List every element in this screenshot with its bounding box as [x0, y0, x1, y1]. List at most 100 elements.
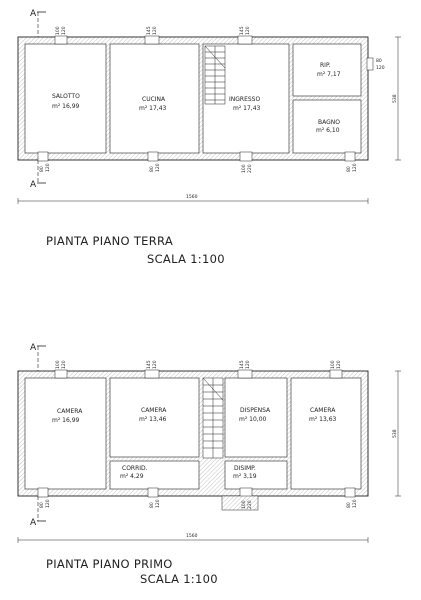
- svg-text:145: 145: [239, 360, 245, 369]
- bottom-dimension: 100 220: [241, 164, 253, 173]
- svg-text:100: 100: [241, 164, 247, 173]
- room-area: m² 3,19: [233, 473, 257, 480]
- room-name: RIP.: [320, 62, 331, 69]
- balcony: [221, 495, 259, 511]
- svg-text:120: 120: [45, 499, 51, 508]
- wall-openings: [37, 369, 356, 498]
- overall-length-dimension: 1560: [17, 533, 369, 543]
- svg-text:80: 80: [346, 502, 352, 508]
- room-dispensa-area: [224, 377, 288, 458]
- top-dimension: 145 120: [239, 26, 251, 35]
- room-rip-area: [292, 43, 362, 97]
- svg-text:100: 100: [55, 26, 61, 35]
- bottom-dimension: 80 120: [39, 499, 51, 508]
- plan-title: PIANTA PIANO TERRA: [46, 234, 173, 248]
- room-name: CAMERA: [310, 407, 336, 414]
- plan-title: PIANTA PIANO PRIMO: [46, 557, 173, 571]
- section-marker-top: A: [30, 343, 46, 372]
- svg-text:100: 100: [330, 360, 336, 369]
- svg-text:100: 100: [241, 500, 247, 509]
- room-area: m² 13,46: [139, 416, 167, 423]
- right-dimension: 80 120: [376, 58, 385, 71]
- svg-text:80: 80: [149, 502, 155, 508]
- section-label: A: [30, 180, 37, 190]
- staircase: [204, 45, 226, 105]
- plan-scale: SCALA 1:100: [140, 572, 218, 586]
- svg-text:80: 80: [149, 166, 155, 172]
- section-marker-bottom: A: [30, 160, 46, 190]
- section-label: A: [30, 343, 37, 353]
- section-marker-bottom: A: [30, 496, 46, 528]
- room-area: m² 10,00: [239, 416, 267, 423]
- room-camera-3-area: [290, 377, 362, 490]
- bottom-dimension: 80 120: [149, 499, 161, 508]
- svg-text:1560: 1560: [186, 194, 198, 200]
- room-area: m² 17,43: [139, 105, 167, 112]
- svg-text:120: 120: [152, 360, 158, 369]
- svg-text:538: 538: [392, 94, 398, 103]
- svg-text:80: 80: [376, 58, 382, 64]
- svg-text:145: 145: [146, 360, 152, 369]
- room-area: m² 17,43: [233, 105, 261, 112]
- bottom-dimension: 100 220: [241, 500, 253, 509]
- svg-text:120: 120: [245, 360, 251, 369]
- room-salotto-area: [24, 43, 107, 154]
- room-camera-1-area: [24, 377, 107, 490]
- overall-depth-dimension: 538: [392, 370, 401, 497]
- svg-text:120: 120: [61, 360, 67, 369]
- svg-text:120: 120: [45, 163, 51, 172]
- svg-text:80: 80: [39, 166, 45, 172]
- top-dimension: 145 120: [239, 360, 251, 369]
- room-name: INGRESSO: [229, 96, 260, 103]
- bottom-dimension: 80 120: [149, 163, 161, 172]
- svg-text:120: 120: [352, 499, 358, 508]
- overall-length-dimension: 1560: [17, 194, 369, 204]
- svg-text:120: 120: [352, 163, 358, 172]
- svg-text:220: 220: [247, 164, 253, 173]
- svg-text:120: 120: [336, 360, 342, 369]
- svg-text:80: 80: [39, 502, 45, 508]
- top-dimension: 145 120: [146, 26, 158, 35]
- bottom-dimension: 80 120: [346, 499, 358, 508]
- room-name: CORRID.: [122, 465, 148, 472]
- svg-text:120: 120: [61, 26, 67, 35]
- top-dimension: 100 120: [55, 360, 67, 369]
- svg-text:120: 120: [376, 65, 385, 71]
- bottom-dimension: 80 120: [346, 163, 358, 172]
- room-name: CAMERA: [141, 407, 167, 414]
- first-floor-plan: A A: [17, 343, 401, 586]
- room-area: m² 6,10: [316, 127, 340, 134]
- svg-text:120: 120: [152, 26, 158, 35]
- svg-text:120: 120: [155, 499, 161, 508]
- svg-text:145: 145: [239, 26, 245, 35]
- room-name: CUCINA: [142, 96, 166, 103]
- room-area: m² 16,99: [52, 103, 80, 110]
- overall-depth-dimension: 538: [392, 36, 401, 161]
- svg-text:1560: 1560: [186, 533, 198, 539]
- room-area: m² 7,17: [317, 71, 341, 78]
- section-marker-top: A: [30, 9, 46, 38]
- room-ingresso-area: [202, 43, 290, 154]
- room-corridoio-area: [109, 460, 200, 490]
- plan-scale: SCALA 1:100: [147, 252, 225, 266]
- room-name: DISIMP.: [234, 465, 256, 472]
- room-name: DISPENSA: [240, 407, 271, 414]
- top-dimension: 100 120: [330, 360, 342, 369]
- wall-openings: [37, 35, 374, 162]
- room-area: m² 16,99: [52, 417, 80, 424]
- svg-text:100: 100: [55, 360, 61, 369]
- room-cucina-area: [109, 43, 200, 154]
- bottom-dimension: 80 120: [39, 163, 51, 172]
- room-bagno-area: [292, 99, 362, 154]
- svg-text:120: 120: [155, 163, 161, 172]
- svg-text:220: 220: [247, 500, 253, 509]
- room-disimpegno-area: [224, 460, 288, 490]
- staircase: [202, 377, 224, 459]
- section-label: A: [30, 518, 37, 528]
- room-name: SALOTTO: [52, 93, 80, 100]
- svg-text:538: 538: [392, 429, 398, 438]
- room-area: m² 4,29: [120, 473, 144, 480]
- room-area: m² 13,63: [309, 416, 337, 423]
- svg-text:145: 145: [146, 26, 152, 35]
